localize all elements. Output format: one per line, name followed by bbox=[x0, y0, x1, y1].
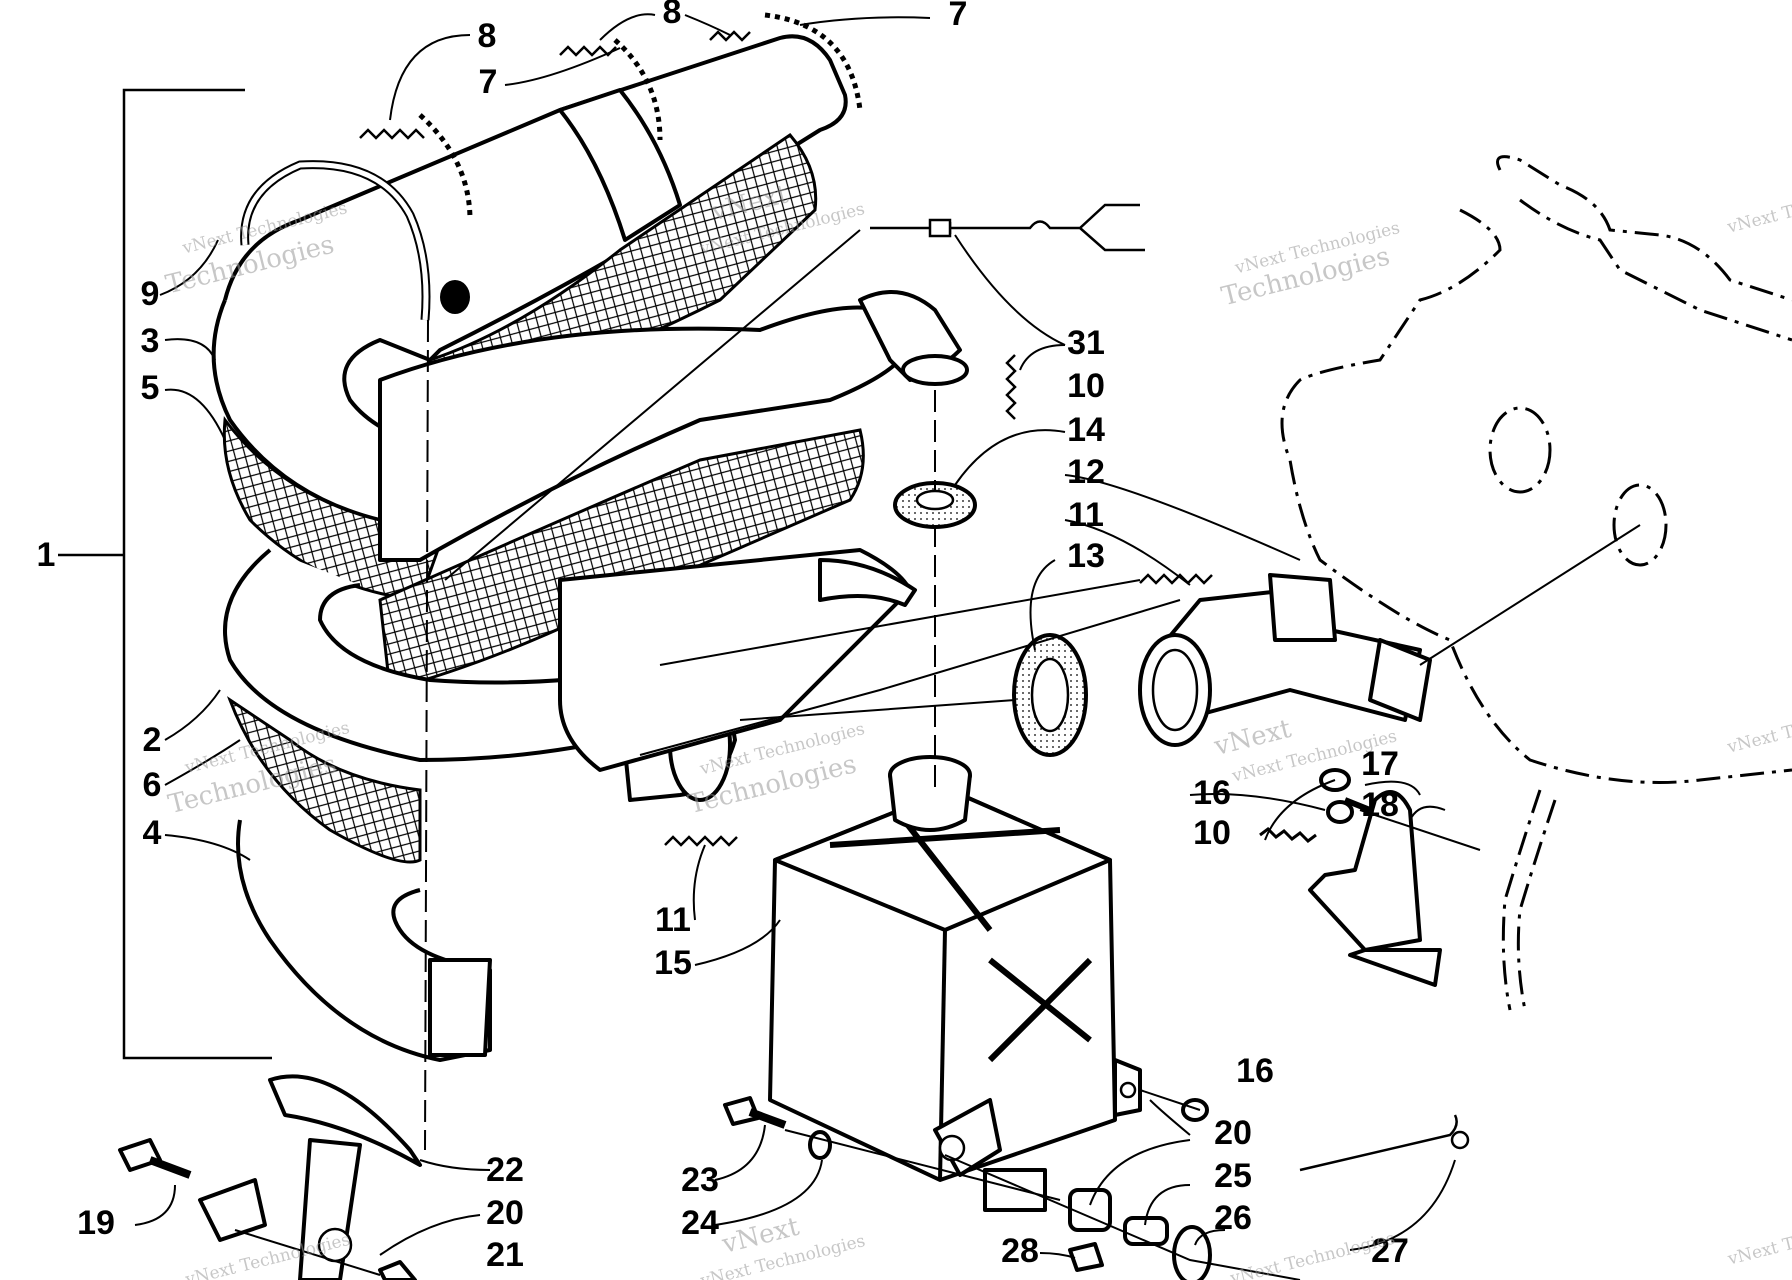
callout-13: 13 bbox=[1067, 537, 1105, 575]
callout-18: 18 bbox=[1361, 786, 1399, 824]
callout-16a: 16 bbox=[1193, 774, 1231, 812]
exhaust-manifold bbox=[1012, 573, 1432, 757]
assembly-lines bbox=[234, 229, 1641, 1280]
callout-11a: 11 bbox=[1068, 496, 1104, 534]
silencer-canister bbox=[768, 755, 1142, 1212]
callout-20b: 20 bbox=[1214, 1114, 1252, 1152]
callout-2: 2 bbox=[143, 721, 162, 759]
leader-lines bbox=[134, 13, 1456, 1259]
hardware bbox=[118, 797, 1470, 1280]
callout-22: 22 bbox=[486, 1151, 524, 1189]
callout-21: 21 bbox=[486, 1236, 524, 1274]
callout-9: 9 bbox=[141, 275, 160, 313]
callout-27: 27 bbox=[1371, 1232, 1409, 1270]
callout-7b: 7 bbox=[949, 0, 968, 33]
callout-10a: 10 bbox=[1067, 367, 1105, 405]
callout-20a: 20 bbox=[486, 1194, 524, 1232]
watermark-small: vNext Technologies bbox=[1227, 1229, 1397, 1280]
callout-19: 19 bbox=[77, 1204, 115, 1242]
callout-14: 14 bbox=[1067, 411, 1105, 449]
callout-3: 3 bbox=[141, 322, 160, 360]
callout-12: 12 bbox=[1067, 453, 1105, 491]
callout-6: 6 bbox=[143, 766, 162, 804]
temperature-sensor bbox=[870, 203, 1145, 252]
callout-16b: 16 bbox=[1236, 1052, 1274, 1090]
watermark-small: vNext Technologies bbox=[1725, 1209, 1792, 1270]
callout-24: 24 bbox=[681, 1204, 719, 1242]
callout-23: 23 bbox=[681, 1161, 719, 1199]
callout-5: 5 bbox=[141, 369, 160, 407]
callout-1: 1 bbox=[37, 536, 56, 574]
callout-labels: 1 2 3 4 5 6 7 7 8 8 9 10 10 11 11 12 13 … bbox=[37, 0, 1409, 1274]
assembly-bracket bbox=[58, 88, 272, 1060]
callout-7a: 7 bbox=[479, 63, 498, 101]
callout-31: 31 bbox=[1067, 324, 1105, 362]
lower-mount-bracket bbox=[268, 1074, 422, 1280]
safety-chains bbox=[418, 12, 863, 221]
grommet bbox=[893, 354, 977, 529]
engine-outline bbox=[1280, 155, 1792, 1011]
callout-15: 15 bbox=[654, 944, 692, 982]
callout-17: 17 bbox=[1361, 745, 1399, 783]
callout-8a: 8 bbox=[478, 17, 497, 55]
callout-10b: 10 bbox=[1193, 814, 1231, 852]
callout-25: 25 bbox=[1214, 1157, 1252, 1195]
callout-11b: 11 bbox=[655, 901, 691, 939]
callout-8b: 8 bbox=[663, 0, 682, 31]
callout-4: 4 bbox=[143, 814, 162, 852]
callout-26: 26 bbox=[1214, 1199, 1252, 1237]
callout-28: 28 bbox=[1001, 1232, 1039, 1270]
watermark-small: vNext Technologies bbox=[1725, 177, 1792, 238]
mount-bracket bbox=[1308, 768, 1442, 987]
watermark-small: vNext Technologies bbox=[1725, 697, 1792, 758]
